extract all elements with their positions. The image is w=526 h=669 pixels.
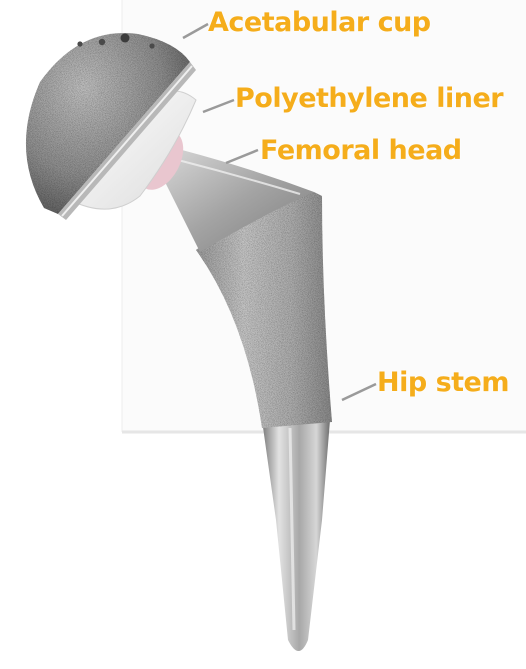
label-hip-stem: Hip stem — [377, 366, 509, 400]
label-acetabular-cup: Acetabular cup — [208, 6, 431, 40]
distal-stem — [262, 420, 330, 651]
label-polyethylene-liner: Polyethylene liner — [235, 82, 503, 116]
label-femoral-head: Femoral head — [260, 134, 462, 168]
